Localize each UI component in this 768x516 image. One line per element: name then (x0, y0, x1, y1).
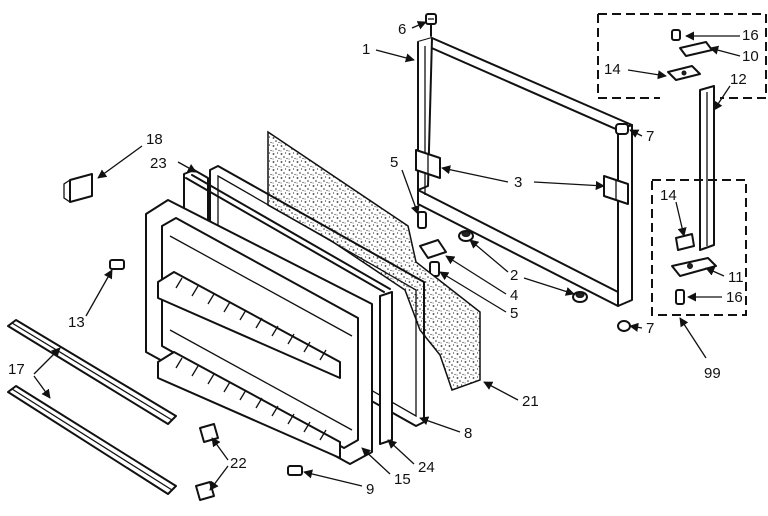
callout-14-upper: 14 (604, 61, 621, 78)
gasket-side (379, 291, 393, 445)
rail-end-cap-lower (195, 481, 215, 501)
shelf-clip-part-18 (63, 173, 93, 203)
callout-2: 2 (510, 267, 518, 284)
screw-7-top (615, 123, 629, 135)
callout-7-upper: 7 (646, 128, 654, 145)
screw-7-bottom (617, 320, 631, 332)
screw-5-upper (417, 211, 427, 229)
callout-5-upper: 5 (390, 154, 398, 171)
callout-11: 11 (728, 269, 744, 286)
callout-6: 6 (398, 21, 406, 38)
hinge-kit-box-bottom (651, 179, 747, 316)
door-handle-strip (699, 85, 715, 251)
callout-15: 15 (394, 471, 411, 488)
callout-22: 22 (230, 455, 247, 472)
pad-left (458, 230, 474, 242)
door-shelf-upper (157, 271, 341, 379)
callout-18: 18 (146, 131, 163, 148)
callout-21: 21 (522, 393, 539, 410)
callout-17: 17 (8, 361, 25, 378)
door-frame (417, 37, 633, 307)
door-shelf-lower (157, 351, 341, 459)
callout-5-lower: 5 (510, 305, 518, 322)
callout-4: 4 (510, 287, 518, 304)
callout-12: 12 (730, 71, 747, 88)
callout-13: 13 (68, 314, 85, 331)
hinge-plate-top (667, 65, 701, 81)
callout-14-lower: 14 (660, 187, 677, 204)
callout-99: 99 (704, 365, 721, 382)
shelf-rail-lower (7, 385, 177, 495)
callout-24: 24 (418, 459, 435, 476)
screw-part-13 (109, 259, 125, 270)
callout-8: 8 (464, 425, 472, 442)
screw-part-9 (287, 465, 303, 476)
clip-part-4 (419, 239, 447, 277)
callout-3: 3 (514, 174, 522, 191)
callout-1: 1 (362, 41, 370, 58)
callout-7-lower: 7 (646, 320, 654, 337)
hinge-plate-bottom (671, 233, 717, 277)
callout-labels: 1 6 3 5 2 4 5 7 7 14 16 10 12 14 11 16 9… (8, 21, 759, 498)
callout-16-upper: 16 (742, 27, 759, 44)
callout-16-lower: 16 (726, 289, 743, 306)
screw-bottom-right (675, 289, 685, 305)
callout-23: 23 (150, 155, 167, 172)
hinge-kit-box-top (597, 13, 767, 99)
hinge-pin-top (671, 29, 713, 57)
rail-end-cap-upper (199, 423, 219, 443)
screw-top (425, 13, 437, 37)
shelf-rail-upper (7, 319, 177, 425)
pad-right (572, 291, 588, 303)
callout-10: 10 (742, 48, 759, 65)
hinge-bracket-left (415, 149, 441, 179)
leader-lines (33, 21, 741, 491)
callout-9: 9 (366, 481, 374, 498)
